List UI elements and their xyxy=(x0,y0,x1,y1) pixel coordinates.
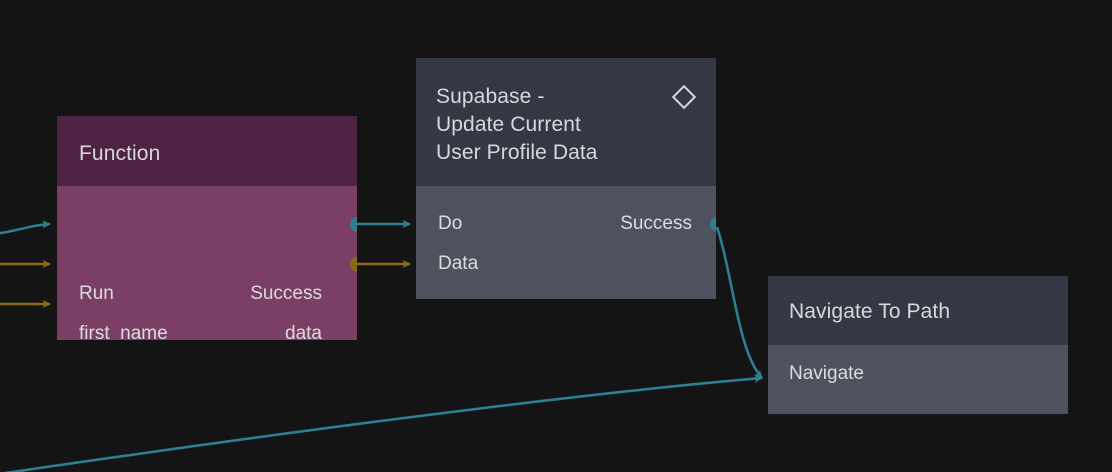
pin-label-navigate: Navigate xyxy=(789,363,864,384)
node-supabase-header[interactable]: Supabase - Update Current User Profile D… xyxy=(416,58,716,186)
pin-label-run: Run xyxy=(79,283,114,304)
node-function-title: Function xyxy=(79,142,161,165)
pin-label-success: Success xyxy=(250,283,322,304)
pin-label-do: Do xyxy=(438,213,463,234)
pin-row-data-in[interactable]: Data xyxy=(416,251,716,277)
wire-incoming-run xyxy=(0,220,52,235)
wire-incoming-navigate xyxy=(3,374,764,472)
node-navigate-header[interactable]: Navigate To Path xyxy=(768,276,1068,345)
node-function-body: Run Success first_name data last_name xyxy=(57,186,357,340)
pin-label-supabase-success: Success xyxy=(620,213,692,234)
pin-label-data-in: Data xyxy=(438,253,479,274)
node-function[interactable]: Function Run Success first_name data las… xyxy=(57,116,357,340)
pin-dot-function-data[interactable] xyxy=(350,257,357,272)
wire-supabase-success-to-navigate xyxy=(715,226,763,379)
pin-row-do[interactable]: Do Success xyxy=(416,211,716,237)
pin-row-run[interactable]: Run Success xyxy=(57,281,357,307)
node-supabase-body: Do Success Data xyxy=(416,186,716,299)
diamond-icon xyxy=(671,84,697,110)
pin-dot-supabase-success[interactable] xyxy=(710,217,716,232)
pin-label-first-name: first_name xyxy=(79,323,168,340)
node-navigate-body: Navigate xyxy=(768,345,1068,414)
node-supabase-title: Supabase - Update Current User Profile D… xyxy=(436,85,598,164)
node-navigate-title: Navigate To Path xyxy=(789,300,951,323)
node-supabase-update-profile[interactable]: Supabase - Update Current User Profile D… xyxy=(416,58,716,299)
node-navigate-to-path[interactable]: Navigate To Path Navigate xyxy=(768,276,1068,414)
pin-row-navigate[interactable]: Navigate xyxy=(768,361,1068,387)
pin-row-first-name[interactable]: first_name data xyxy=(57,321,357,340)
pin-label-data: data xyxy=(285,323,322,340)
node-function-header[interactable]: Function xyxy=(57,116,357,186)
pin-dot-function-success[interactable] xyxy=(350,217,357,232)
